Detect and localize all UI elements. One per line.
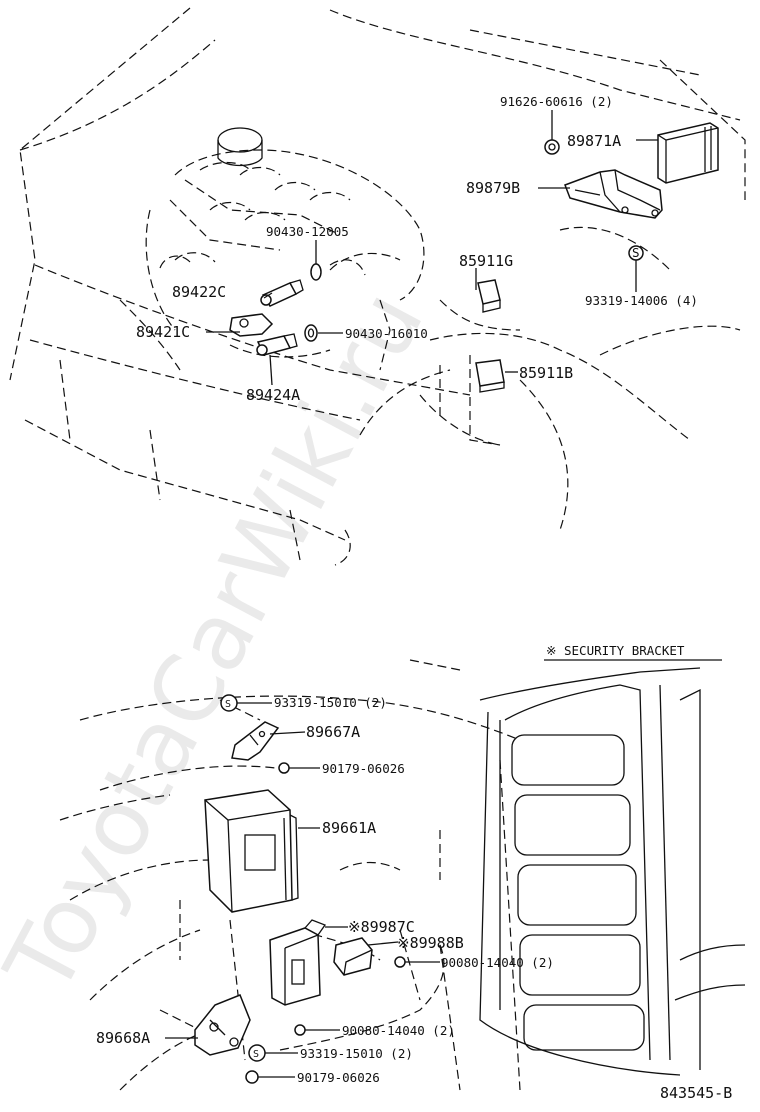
label-85911g: 85911G <box>459 252 513 270</box>
label-90080-14040-bottom: 90080-14040 (2) <box>342 1023 455 1038</box>
s-mark: S <box>253 1049 259 1060</box>
label-89667a: 89667A <box>306 723 360 741</box>
relay-85911g <box>477 279 501 313</box>
label-90080-14040-right: 90080-14040 (2) <box>441 955 554 970</box>
label-91626-60616: 91626-60616 (2) <box>500 94 613 109</box>
ecu-module-89988b <box>333 937 373 976</box>
ecu-unit-main <box>204 789 299 913</box>
nut-93319-14006: S <box>628 245 644 261</box>
label-85911b: 85911B <box>519 364 573 382</box>
ecu-bracket-upper <box>231 721 280 761</box>
ecu-unit-top <box>657 122 719 184</box>
label-90430-12005: 90430-12005 <box>266 224 349 239</box>
fasteners-bottom: S S <box>220 694 406 1084</box>
label-89422c: 89422C <box>172 283 226 301</box>
label-89871a: 89871A <box>567 132 621 150</box>
label-89661a: 89661A <box>322 819 376 837</box>
label-89424a: 89424A <box>246 386 300 404</box>
label-89988b: ※89988B <box>397 934 464 952</box>
label-90430-16010: 90430-16010 <box>345 326 428 341</box>
ecu-bracket-top <box>564 169 663 219</box>
label-89421c: 89421C <box>136 323 190 341</box>
label-90179-06026-top: 90179-06026 <box>322 761 405 776</box>
s-mark: S <box>225 699 231 710</box>
label-89879b: 89879B <box>466 179 520 197</box>
relay-85911b <box>475 359 505 393</box>
label-93319-15010-bottom: 93319-15010 (2) <box>300 1046 413 1061</box>
sensor-89424a <box>256 333 298 356</box>
leader-lines-top <box>206 110 658 386</box>
diagram-number: 843545-B <box>660 1084 732 1102</box>
nut-91626 <box>544 139 560 155</box>
leader-lines-bottom <box>165 702 440 1078</box>
ecu-bracket-lower <box>194 994 251 1056</box>
s-mark: S <box>632 245 640 260</box>
label-90179-06026-bottom: 90179-06026 <box>297 1070 380 1085</box>
label-89668a: 89668A <box>96 1029 150 1047</box>
label-93319-15010-top: 93319-15010 (2) <box>274 695 387 710</box>
gasket-90430-12005 <box>310 263 322 281</box>
label-93319-14006: 93319-14006 (4) <box>585 293 698 308</box>
label-89987c: ※89987C <box>348 918 415 936</box>
security-bracket-note: ※ SECURITY BRACKET <box>546 643 685 658</box>
engine-bay-linework <box>9 7 746 566</box>
ecu-module-89987c <box>269 919 327 1006</box>
gasket-90430-16010 <box>304 324 318 342</box>
sensor-89422c <box>260 279 304 307</box>
sensor-89421c <box>229 313 274 337</box>
